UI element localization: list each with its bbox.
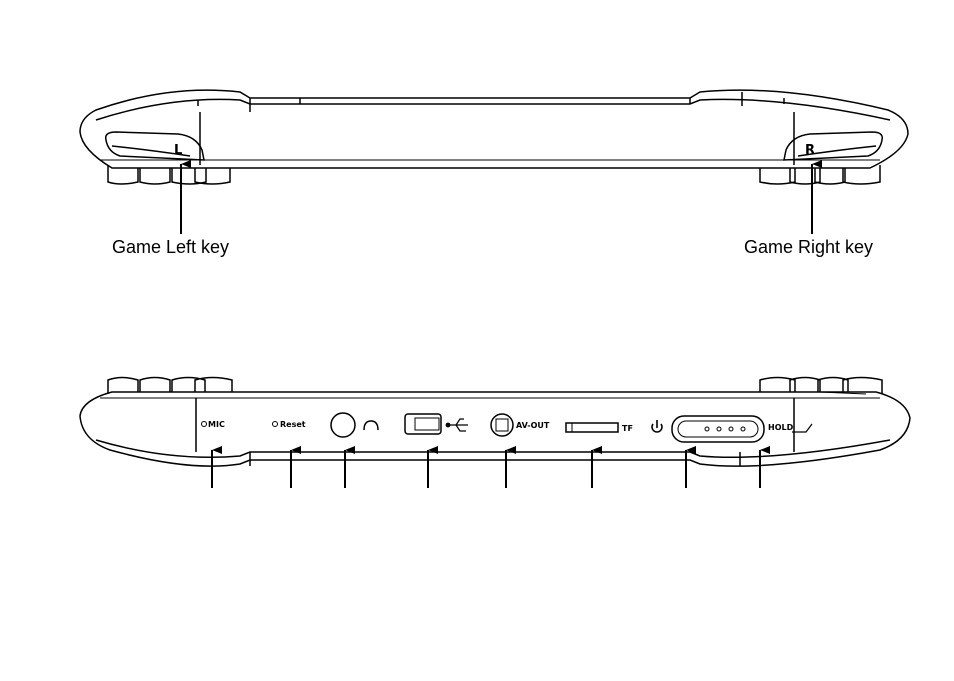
mic-label: MIC	[208, 420, 225, 429]
av-out-label: AV-OUT	[516, 421, 550, 430]
reset-label: Reset	[280, 420, 306, 429]
left-key-callout: Game Left key	[112, 237, 229, 257]
left-key-letter: L	[174, 143, 182, 158]
top-view	[80, 90, 908, 184]
tf-label: TF	[622, 424, 633, 433]
hold-label: HOLD	[768, 423, 794, 432]
right-key-callout: Game Right key	[744, 237, 873, 257]
right-key-letter: R	[805, 143, 815, 158]
